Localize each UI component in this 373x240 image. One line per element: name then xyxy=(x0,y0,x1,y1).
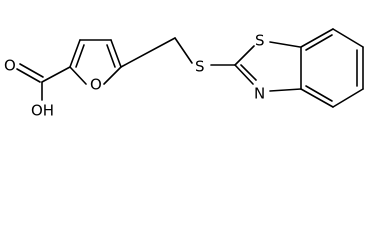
bond-furan-to-methylene xyxy=(120,37,176,68)
atom-labels: O OH O S S N xyxy=(4,32,265,120)
bond-furan-o-c2 xyxy=(69,66,87,85)
bond-carboxyl-carbon-to-furan xyxy=(41,66,71,83)
bond-thiazole-c2-n-inner xyxy=(240,64,257,81)
bond-benzene-c4-c3a xyxy=(300,88,334,108)
bond-carbonyl-double-2 xyxy=(19,63,44,78)
thioether-sulfur-label: S xyxy=(195,58,205,76)
bond-benzene-c7-c6 xyxy=(332,28,364,48)
bond-furan-c2-c3-inner xyxy=(75,44,85,68)
hydroxyl-label: OH xyxy=(31,102,54,120)
bond-benzene-inner-1 xyxy=(305,34,333,51)
carboxyl-oxygen-label: O xyxy=(4,57,16,75)
furan-oxygen-label: O xyxy=(90,76,102,94)
bond-thiazole-c2-s xyxy=(234,45,255,66)
chemical-structure: O OH O S S N xyxy=(4,28,364,120)
bond-furan-c2-c3 xyxy=(69,39,81,68)
bond-thiazole-s-c7a xyxy=(269,41,301,48)
bonds xyxy=(16,28,364,108)
bond-benzene-inner-3 xyxy=(305,85,333,102)
thiazole-sulfur-label: S xyxy=(255,32,265,50)
bond-benzene-c5-c4 xyxy=(332,88,364,108)
bond-furan-c4-c5-inner xyxy=(106,44,116,68)
thiazole-nitrogen-label: N xyxy=(254,85,265,103)
bond-carbonyl-double-1 xyxy=(16,68,41,83)
bond-furan-c4-c5 xyxy=(110,39,122,68)
bond-thiazole-c2-n xyxy=(234,64,254,85)
bond-furan-c5-o xyxy=(103,66,122,85)
bond-thiazole-n-c3a xyxy=(269,88,302,92)
bond-methylene-to-sulfur xyxy=(174,37,193,64)
bond-benzene-c7a-c7 xyxy=(300,28,334,48)
